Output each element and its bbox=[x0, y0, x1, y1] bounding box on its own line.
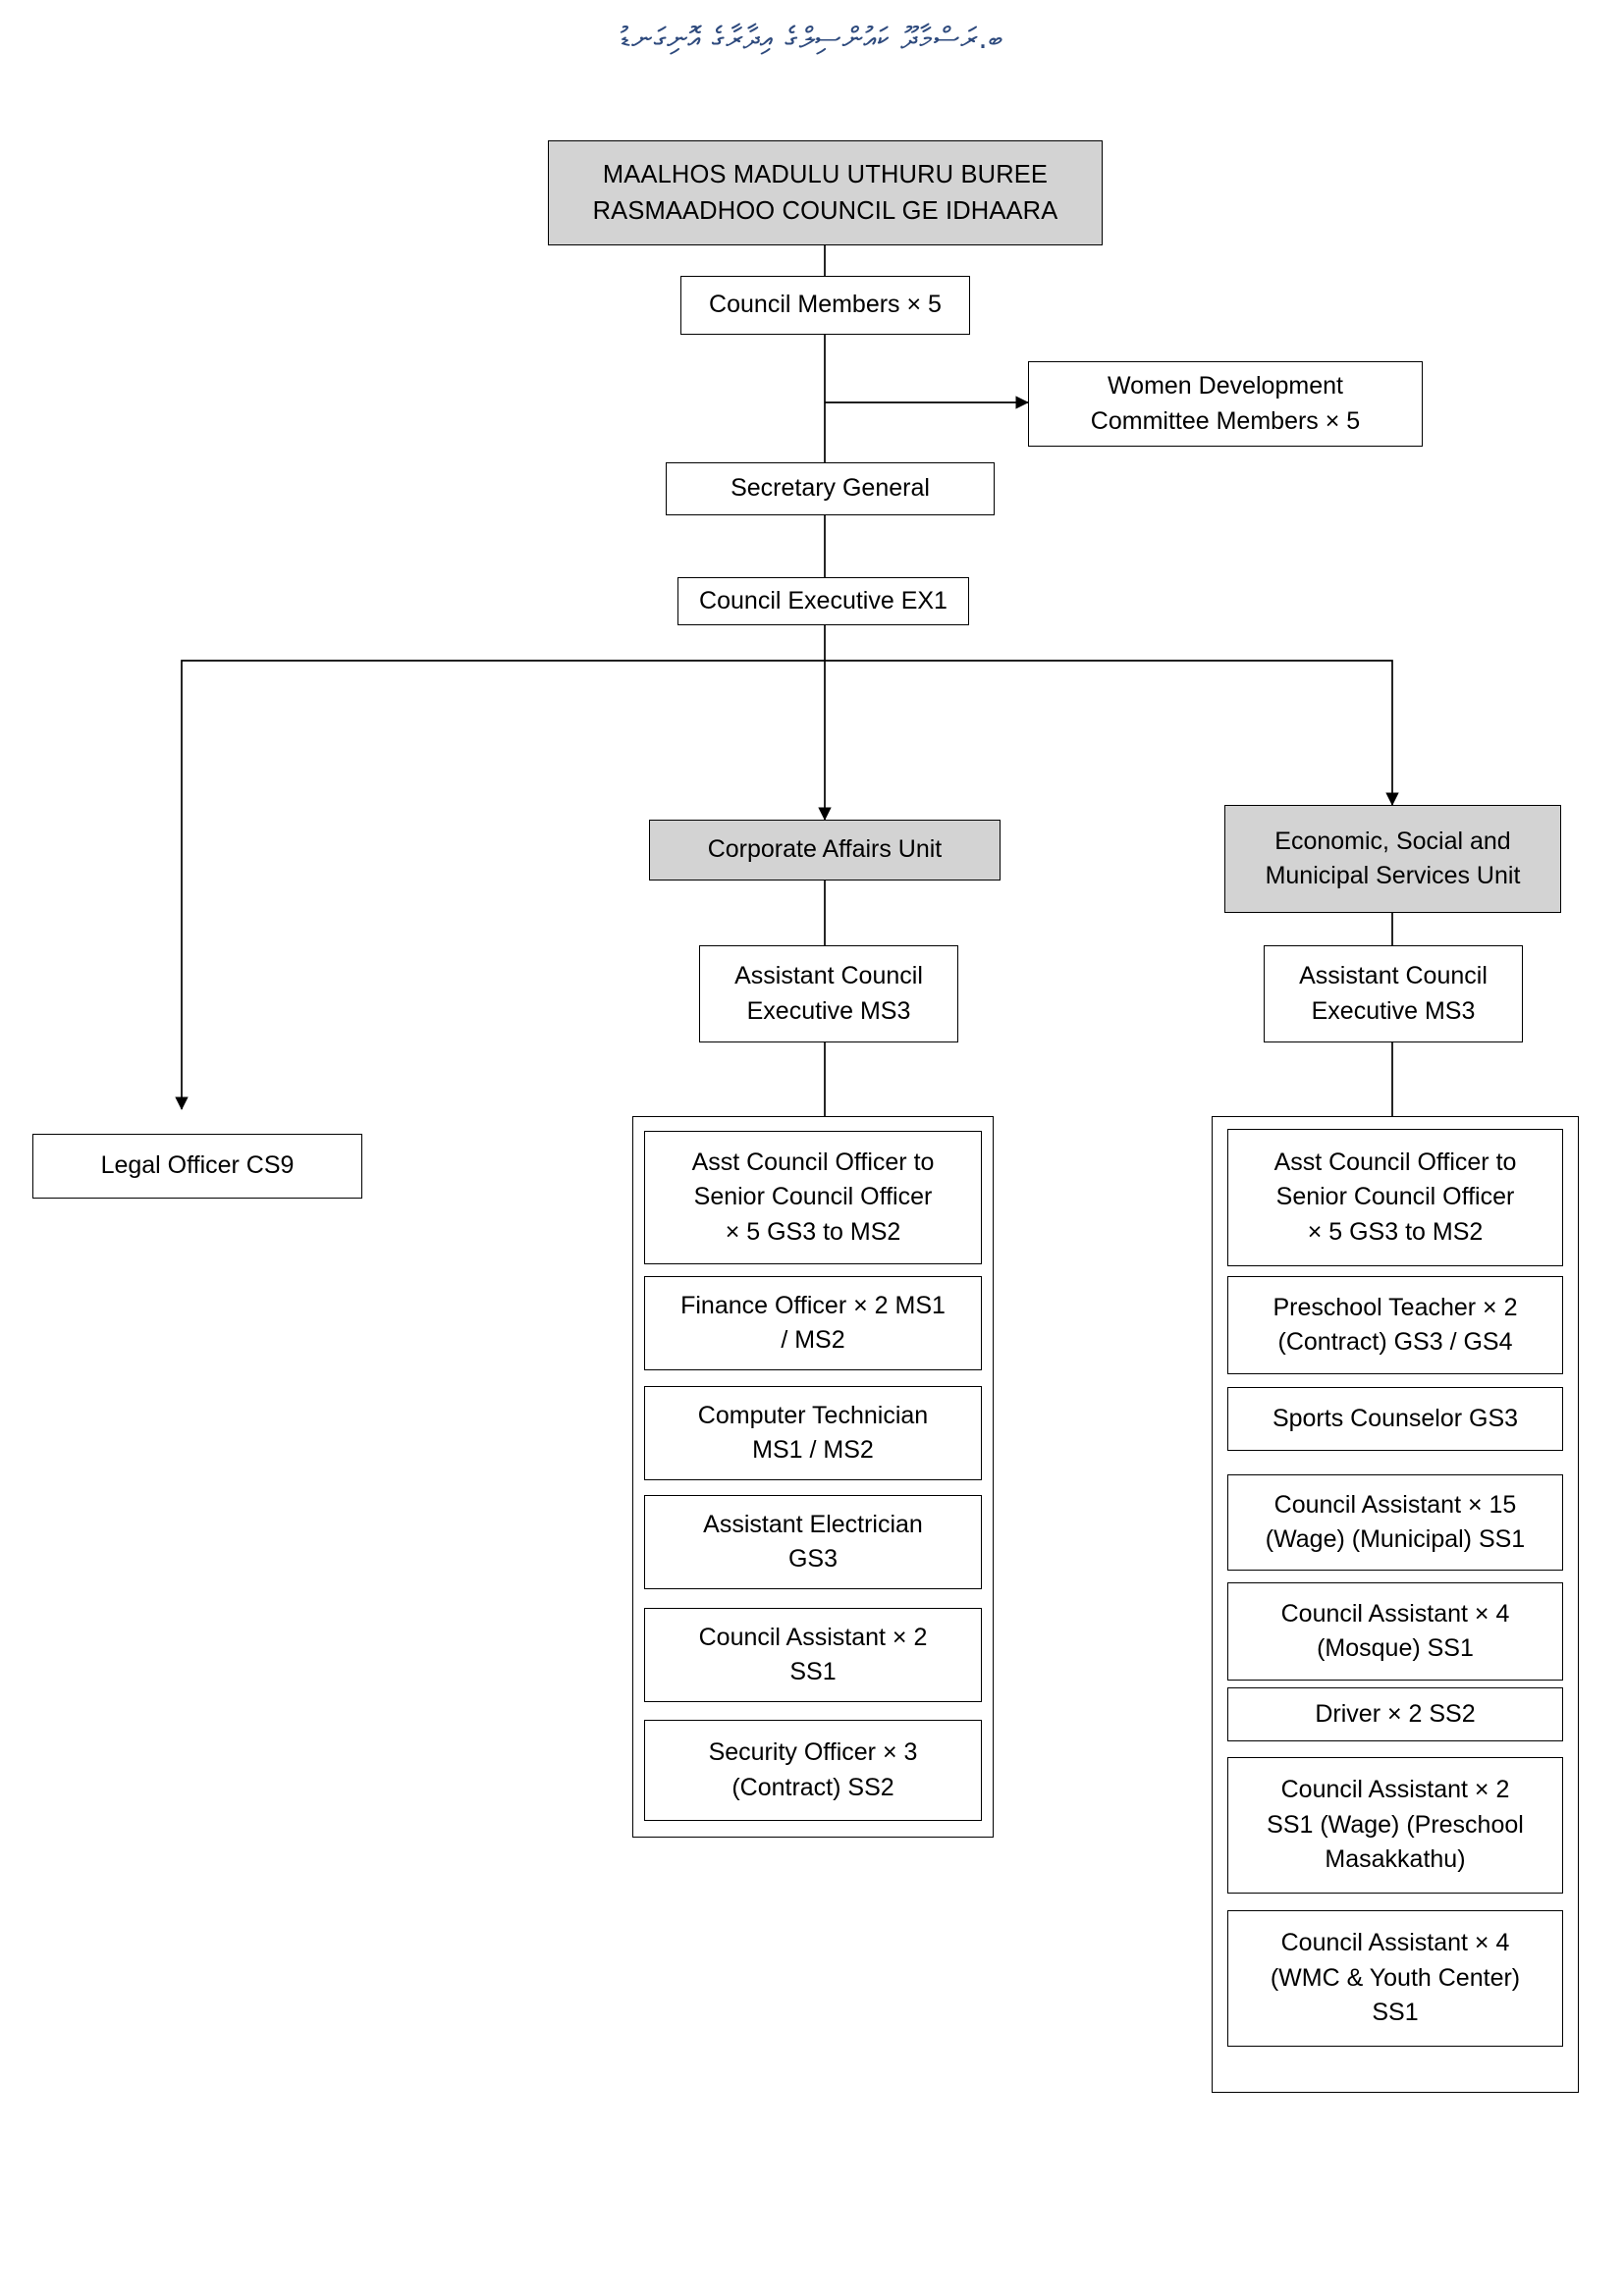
council-executive-box: Council Executive EX1 bbox=[677, 577, 969, 625]
corporate-position-0: Asst Council Officer to Senior Council O… bbox=[644, 1131, 982, 1264]
council-members-box: Council Members × 5 bbox=[680, 276, 970, 335]
secretary-general-box: Secretary General bbox=[666, 462, 995, 515]
economic-position-2: Sports Counselor GS3 bbox=[1227, 1387, 1563, 1451]
thaana-document-title: ބ.ރަސްމާދޫ ކައުންސިލްގެ އިދާރާގެ އޮނިގަނ… bbox=[620, 22, 1004, 56]
corporate-affairs-unit-head: Assistant Council Executive MS3 bbox=[699, 945, 958, 1042]
corporate-position-2: Computer Technician MS1 / MS2 bbox=[644, 1386, 982, 1480]
economic-position-6: Council Assistant × 2 SS1 (Wage) (Presch… bbox=[1227, 1757, 1563, 1894]
women-development-committee-box: Women Development Committee Members × 5 bbox=[1028, 361, 1423, 447]
connector-bus-economic bbox=[825, 660, 1399, 806]
economic-position-0: Asst Council Officer to Senior Council O… bbox=[1227, 1129, 1563, 1266]
corporate-affairs-unit-title: Corporate Affairs Unit bbox=[649, 820, 1001, 881]
economic-social-municipal-unit-title: Economic, Social and Municipal Services … bbox=[1224, 805, 1561, 913]
corporate-position-3: Assistant Electrician GS3 bbox=[644, 1495, 982, 1589]
economic-position-5: Driver × 2 SS2 bbox=[1227, 1687, 1563, 1741]
legal-officer-box: Legal Officer CS9 bbox=[32, 1134, 362, 1199]
economic-position-1: Preschool Teacher × 2 (Contract) GS3 / G… bbox=[1227, 1276, 1563, 1374]
org-header-box: MAALHOS MADULU UTHURU BUREE RASMAADHOO C… bbox=[548, 140, 1103, 245]
economic-position-3: Council Assistant × 15 (Wage) (Municipal… bbox=[1227, 1474, 1563, 1571]
economic-position-7: Council Assistant × 4 (WMC & Youth Cente… bbox=[1227, 1910, 1563, 2047]
corporate-position-4: Council Assistant × 2 SS1 bbox=[644, 1608, 982, 1702]
economic-position-4: Council Assistant × 4 (Mosque) SS1 bbox=[1227, 1582, 1563, 1681]
corporate-position-5: Security Officer × 3 (Contract) SS2 bbox=[644, 1720, 982, 1821]
corporate-position-1: Finance Officer × 2 MS1 / MS2 bbox=[644, 1276, 982, 1370]
economic-social-municipal-unit-head: Assistant Council Executive MS3 bbox=[1264, 945, 1523, 1042]
